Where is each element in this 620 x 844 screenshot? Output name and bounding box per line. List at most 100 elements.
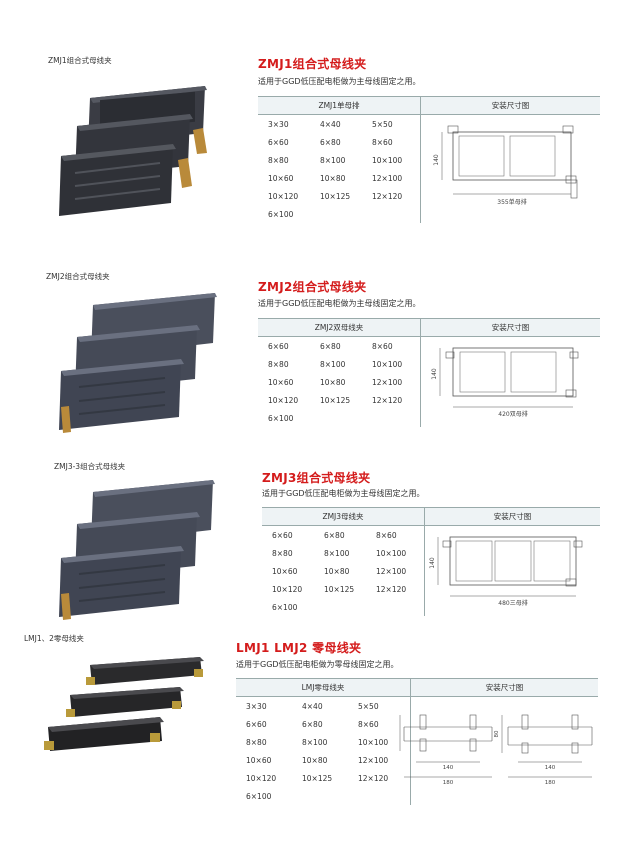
table-cell: 4×40 xyxy=(320,119,341,129)
table-cell: 6×60 xyxy=(268,341,289,351)
table-row: 10×60 10×80 12×100 xyxy=(258,169,600,187)
table-cell: 8×100 xyxy=(324,548,350,558)
table-cell: 5×50 xyxy=(372,119,393,129)
zmj2-product-photo xyxy=(59,293,217,433)
table-cell: 8×60 xyxy=(376,530,397,540)
table-cell: 10×80 xyxy=(320,173,346,183)
table-cell: 12×120 xyxy=(358,773,389,783)
table-cell: 8×80 xyxy=(268,359,289,369)
table-row: 6×100 xyxy=(258,205,600,223)
table-cell: 12×120 xyxy=(372,191,403,201)
table-cell: 10×100 xyxy=(372,155,403,165)
table-cell: 12×120 xyxy=(376,584,407,594)
dim-height-label: 60 xyxy=(396,729,398,736)
section-title-zmj2: ZMJ2组合式母线夹 xyxy=(258,280,367,294)
table-cell: 10×80 xyxy=(324,566,350,576)
installation-drawing-cell xyxy=(410,696,598,805)
dim-outer-width-label: 180 xyxy=(545,780,556,786)
table-cell: 10×125 xyxy=(324,584,355,594)
drawing-column-header: 安装尺寸图 xyxy=(420,318,600,337)
table-cell: 8×80 xyxy=(268,155,289,165)
table-cell: 10×100 xyxy=(358,737,389,747)
table-cell: 8×100 xyxy=(320,359,346,369)
table-cell: 12×100 xyxy=(358,755,389,765)
table-cell: 10×80 xyxy=(302,755,328,765)
product-caption-lmj: LMJ1、2零母线夹 xyxy=(24,634,84,643)
table-cell: 8×60 xyxy=(372,341,393,351)
dim-inner-width-label: 140 xyxy=(443,765,454,771)
table-cell xyxy=(292,787,348,805)
dim-width-label: 480三母排 xyxy=(498,599,527,607)
table-cell: 8×80 xyxy=(246,737,267,747)
table-cell: 8×100 xyxy=(320,155,346,165)
dim-height-label: 140 xyxy=(433,154,440,166)
table-cell: 10×125 xyxy=(302,773,333,783)
table-cell: 10×120 xyxy=(246,773,277,783)
table-cell: 10×125 xyxy=(320,191,351,201)
dim-width-label: 420双母排 xyxy=(498,410,527,418)
table-row: 10×120 10×125 12×120 xyxy=(262,580,600,598)
dim-height-label: 140 xyxy=(429,557,436,569)
section-title-lmj: LMJ1 LMJ2 零母线夹 xyxy=(236,641,362,655)
table-cell xyxy=(310,409,362,427)
table-row: 10×60 10×80 12×100 xyxy=(262,562,600,580)
table-cell: 3×30 xyxy=(268,119,289,129)
table-cell: 6×80 xyxy=(324,530,345,540)
zmj1-product-photo xyxy=(59,86,207,216)
section-description-lmj: 适用于GGD低压配电柜做为零母线固定之用。 xyxy=(236,660,399,669)
table-cell: 12×100 xyxy=(372,173,403,183)
table-cell: 6×80 xyxy=(320,341,341,351)
table-cell: 8×100 xyxy=(302,737,328,747)
dim-height-label: 80 xyxy=(494,730,500,737)
table-cell: 10×60 xyxy=(246,755,272,765)
table-row: 6×100 xyxy=(236,787,598,805)
table-row: 6×60 6×80 8×60 xyxy=(262,525,600,616)
dim-outer-width-label: 180 xyxy=(443,780,454,786)
table-cell: 10×60 xyxy=(272,566,298,576)
table-row: 10×60 10×80 12×100 xyxy=(236,751,598,769)
lmj-product-photo xyxy=(44,657,204,751)
table-cell xyxy=(362,205,421,223)
spec-column-header: ZMJ1单母排 xyxy=(258,96,421,115)
product-caption-zmj3: ZMJ3-3组合式母线夹 xyxy=(54,462,126,471)
table-cell: 10×120 xyxy=(268,395,299,405)
table-cell: 6×100 xyxy=(272,602,298,612)
spec-column-header: ZMJ3母线夹 xyxy=(262,507,425,526)
table-cell: 5×50 xyxy=(358,701,379,711)
section-title-zmj1: ZMJ1组合式母线夹 xyxy=(258,57,367,71)
zmj2-installation-drawing: 140 420双母排 xyxy=(431,347,579,418)
table-cell: 12×100 xyxy=(372,377,403,387)
lmj-installation-drawing: 60 140 180 80 140 180 xyxy=(396,714,593,786)
table-cell: 3×30 xyxy=(246,701,267,711)
table-cell: 10×100 xyxy=(376,548,407,558)
table-row: 10×120 10×125 12×120 xyxy=(236,769,598,787)
table-cell: 6×60 xyxy=(246,719,267,729)
table-cell: 12×100 xyxy=(376,566,407,576)
dim-inner-width-label: 140 xyxy=(545,765,556,771)
zmj3-product-photo xyxy=(59,480,215,620)
section-description-zmj2: 适用于GGD低压配电柜做为主母线固定之用。 xyxy=(258,299,421,308)
installation-drawing-cell xyxy=(420,336,600,427)
table-cell: 6×100 xyxy=(268,413,294,423)
table-cell: 12×120 xyxy=(372,395,403,405)
section-description-zmj1: 适用于GGD低压配电柜做为主母线固定之用。 xyxy=(258,77,421,86)
dim-height-label: 140 xyxy=(431,368,438,380)
section-title-zmj3: ZMJ3组合式母线夹 xyxy=(262,471,371,485)
table-row: 3×30 4×40 5×50 xyxy=(258,114,600,223)
table-cell: 10×120 xyxy=(272,584,303,594)
installation-drawing-cell xyxy=(424,525,600,616)
table-cell: 6×80 xyxy=(320,137,341,147)
product-caption-zmj2: ZMJ2组合式母线夹 xyxy=(46,272,110,281)
section-description-zmj3: 适用于GGD低压配电柜做为主母线固定之用。 xyxy=(262,489,425,498)
table-row: 6×100 xyxy=(262,598,600,616)
table-cell: 10×60 xyxy=(268,173,294,183)
